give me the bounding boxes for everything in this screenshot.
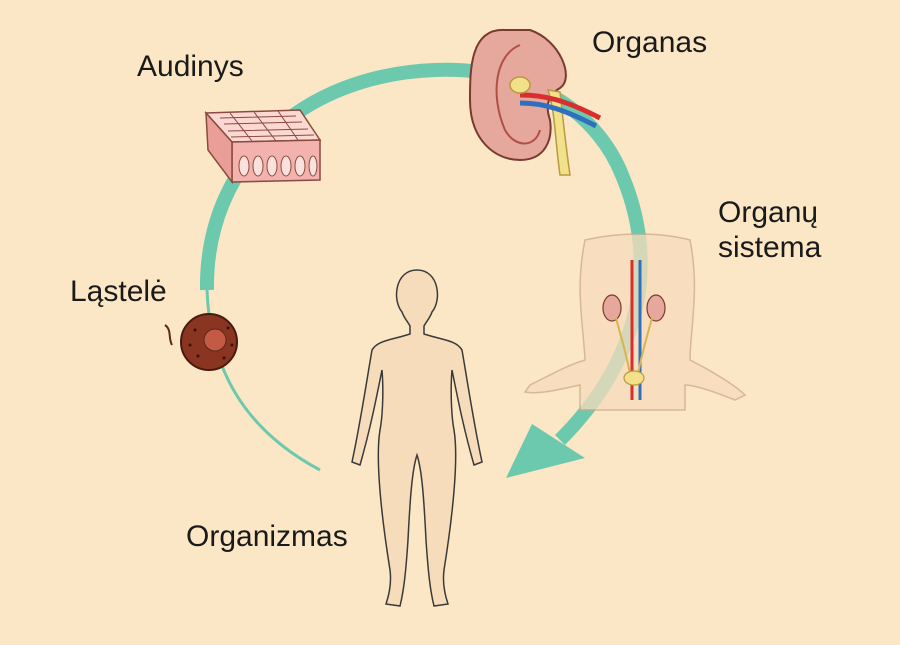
label-organu-sistema-line2: sistema: [718, 230, 822, 264]
human-body-icon: [351, 269, 483, 607]
cell-icon: [164, 313, 238, 371]
urinary-system-icon: [523, 233, 747, 411]
cycle-arrowhead: [506, 424, 585, 478]
label-lastele: Ląstelė: [70, 275, 167, 308]
kidney-icon: [468, 28, 602, 176]
label-organu-sistema-line1: Organų: [718, 196, 819, 229]
tissue-icon: [204, 109, 322, 185]
label-organu-sistema: Organų sistema: [718, 196, 821, 265]
label-audinys: Audinys: [137, 50, 244, 83]
label-organas: Organas: [592, 26, 708, 59]
label-organizmas: Organizmas: [186, 520, 348, 553]
